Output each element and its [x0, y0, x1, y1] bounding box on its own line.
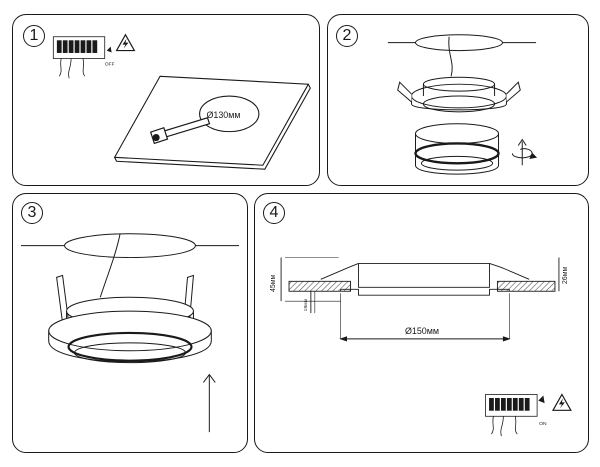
dim-diameter: Ø150мм [405, 326, 439, 336]
fixture-body [48, 296, 212, 364]
step-2-illustration [387, 34, 538, 175]
dim-height-inner: 19мм [303, 298, 309, 311]
step-3-number: 3 [21, 202, 43, 224]
step-1-panel: 1 OFF Ø130мм [12, 14, 320, 186]
mounting-ring [397, 76, 521, 113]
step-1-number: 1 [23, 25, 45, 47]
switch-on-label: ON [539, 421, 547, 427]
dim-ceiling-thickness: 26мм [562, 267, 569, 284]
high-voltage-warning-icon [551, 393, 572, 411]
step-2-panel: 2 [327, 14, 589, 186]
on-indicator-icon [538, 395, 545, 404]
decorative-ring [414, 123, 500, 175]
up-arrow-icon [202, 373, 216, 433]
cable [99, 233, 121, 298]
step-2-number: 2 [336, 25, 358, 47]
cable [448, 36, 453, 77]
ceiling-cutout [415, 34, 503, 52]
step-4-illustration: 45мм 19мм 26мм Ø150мм ON [270, 257, 572, 437]
dimension-lines [280, 257, 560, 342]
hole-saw-icon [149, 117, 211, 145]
cross-section-drawing [288, 263, 556, 296]
switch-off-label: OFF [105, 61, 115, 67]
high-voltage-warning-icon [115, 33, 136, 52]
rotate-arrow-icon [511, 138, 538, 166]
ceiling-plate [113, 75, 311, 170]
ceiling-cutout [64, 233, 196, 259]
step-3-illustration [20, 233, 240, 433]
step-3-panel: 3 [12, 193, 248, 453]
dim-height-total: 45мм [270, 274, 277, 291]
breaker-off-icon [52, 36, 106, 79]
step-1-illustration: OFF Ø130мм [52, 33, 311, 170]
cutout-circle [199, 95, 260, 133]
cutout-diameter-label: Ø130мм [207, 110, 241, 120]
step-4-panel: 4 45мм 19мм 2 [254, 193, 589, 453]
breaker-on-icon [485, 394, 538, 437]
step-4-number: 4 [263, 202, 285, 224]
off-indicator-icon [106, 46, 112, 53]
